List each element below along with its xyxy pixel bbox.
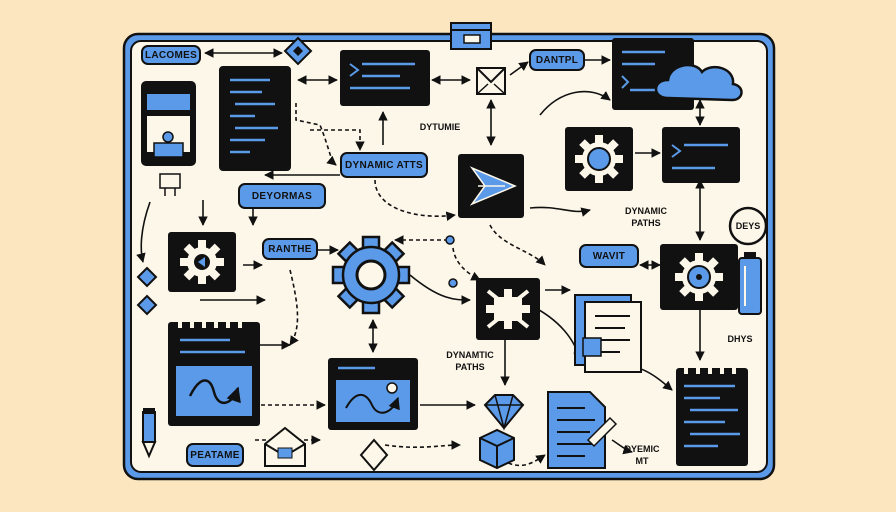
- send-arrow-icon: [458, 154, 524, 218]
- document-icon: [547, 391, 618, 469]
- caption-dynamtic-paths: DYNAMTIC PATHS: [430, 349, 510, 373]
- connector-lines: [136, 48, 705, 467]
- mobile-phone-icon: [141, 81, 196, 166]
- badge-circle: [728, 206, 768, 246]
- settings-gear-icon: [168, 232, 236, 292]
- small-diamond-icons: [136, 266, 158, 316]
- label-ranthe: RANTHE: [262, 238, 318, 260]
- battery-icon: [738, 252, 762, 315]
- caption-line-2: PATHS: [455, 362, 485, 372]
- label-dytumie: DYTUMIE: [419, 122, 461, 132]
- code-panel-icon: [662, 127, 740, 183]
- cloud-icon: [654, 63, 743, 102]
- cube-icon: [479, 428, 515, 470]
- code-window-icon: [219, 66, 291, 171]
- label-top-center: DANTPL: [529, 49, 585, 71]
- pencil-icon: [141, 408, 157, 459]
- label-dynamic-atts: DYNAMIC ATTS: [340, 152, 428, 178]
- label-peatame: PEATAME: [186, 443, 244, 467]
- browser-window-icon: [450, 22, 492, 50]
- caption-line-1: DYNAMIC: [625, 206, 667, 216]
- label-dhys: DHYS: [727, 334, 753, 344]
- process-gear-icon: [660, 244, 738, 310]
- diamond-icon: [283, 36, 313, 66]
- caption-line-2: MT: [635, 456, 649, 466]
- document-stack-icon: [574, 294, 642, 373]
- label-deys: DEYS: [735, 221, 761, 231]
- node-connector-icon: [159, 173, 181, 196]
- caption-dynamic-paths: DYNAMIC PATHS: [606, 205, 686, 229]
- central-gear-icon: [331, 235, 411, 315]
- label-top-left: LACOMES: [141, 45, 201, 65]
- caption-line-1: DYEMIC: [624, 444, 660, 454]
- connector-dots: [445, 235, 458, 288]
- bug-icon: [476, 278, 540, 340]
- caption-dyemic-mt: DYEMIC MT: [612, 443, 672, 467]
- caption-line-1: DYNAMTIC: [446, 350, 494, 360]
- monitor-workflow-icon: [328, 358, 418, 430]
- terminal-icon: [340, 50, 430, 106]
- notepad-icon: [168, 316, 260, 426]
- mail-icon: [476, 67, 506, 95]
- log-notepad-icon: [676, 362, 748, 466]
- open-envelope-icon: [264, 426, 306, 467]
- gear-icon: [565, 127, 633, 191]
- caption-line-2: PATHS: [631, 218, 661, 228]
- label-deyormas: DEYORMAS: [238, 183, 326, 209]
- diamond-outline-icon: [359, 438, 389, 472]
- label-wavit: WAVIT: [579, 244, 639, 268]
- gem-icon: [483, 394, 525, 431]
